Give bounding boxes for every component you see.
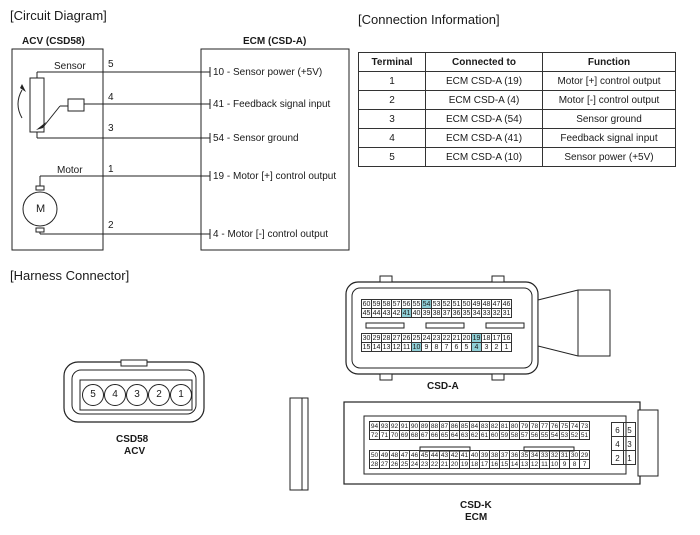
acv-pin-5: 5 <box>108 59 114 70</box>
pin-cell: 7 <box>579 459 590 469</box>
acv-pin-1: 1 <box>108 164 114 175</box>
connection-table: Terminal Connected to Function 1 ECM CSD… <box>358 52 676 167</box>
csd58-pin: 1 <box>170 384 192 406</box>
csd58-pin: 2 <box>148 384 170 406</box>
pin-cell: 5 <box>623 422 636 437</box>
table-row: 5 ECM CSD-A (10) Sensor power (+5V) <box>358 147 676 167</box>
acv-label: ACV (CSD58) <box>22 36 85 47</box>
feedback-box <box>67 98 85 112</box>
table-header-row: Terminal Connected to Function <box>358 52 676 72</box>
harness-connector-title: [Harness Connector] <box>10 268 130 283</box>
motor-circle <box>22 191 58 227</box>
csd58-pin-row: 5 4 3 2 1 <box>82 384 192 406</box>
csd58-pin: 3 <box>126 384 148 406</box>
acv-pin-2: 2 <box>108 220 114 231</box>
ecm-line-54: 54 - Sensor ground <box>213 133 299 144</box>
acv-box <box>11 48 104 251</box>
csd58-pin: 5 <box>82 384 104 406</box>
pin-cell: 1 <box>501 342 512 352</box>
motor-symbol: M <box>36 203 46 215</box>
ecm-line-41: 41 - Feedback signal input <box>213 99 331 110</box>
acv-pin-3: 3 <box>108 123 114 134</box>
csd58-pin: 4 <box>104 384 126 406</box>
pin-cell: 31 <box>501 308 512 318</box>
csd-a-label: CSD-A <box>427 381 459 392</box>
pin-cell: 51 <box>579 430 590 440</box>
function-cell: Sensor power (+5V) <box>542 147 676 167</box>
ecm-line-19: 19 - Motor [+] control output <box>213 171 337 182</box>
table-row: 1 ECM CSD-A (19) Motor [+] control outpu… <box>358 71 676 91</box>
csd-k-label: CSD-K <box>460 500 492 511</box>
ecm-connector-label: ECM <box>465 512 488 523</box>
acv-connector-label: ACV <box>124 446 146 457</box>
table-row: 3 ECM CSD-A (54) Sensor ground <box>358 109 676 129</box>
ecm-line-10: 10 - Sensor power (+5V) <box>213 67 323 78</box>
pin-cell: 1 <box>623 450 636 465</box>
connection-info-title: [Connection Information] <box>358 12 500 27</box>
ecm-box <box>200 48 350 251</box>
pin-cell: 3 <box>623 436 636 451</box>
ecm-label: ECM (CSD-A) <box>243 36 307 47</box>
sensor-label: Sensor <box>54 61 86 72</box>
csd58-label: CSD58 <box>116 434 149 445</box>
acv-pin-4: 4 <box>108 92 114 103</box>
ecm-line-4: 4 - Motor [-] control output <box>213 229 329 240</box>
circuit-diagram-title: [Circuit Diagram] <box>10 8 107 23</box>
motor-label: Motor <box>57 165 83 176</box>
